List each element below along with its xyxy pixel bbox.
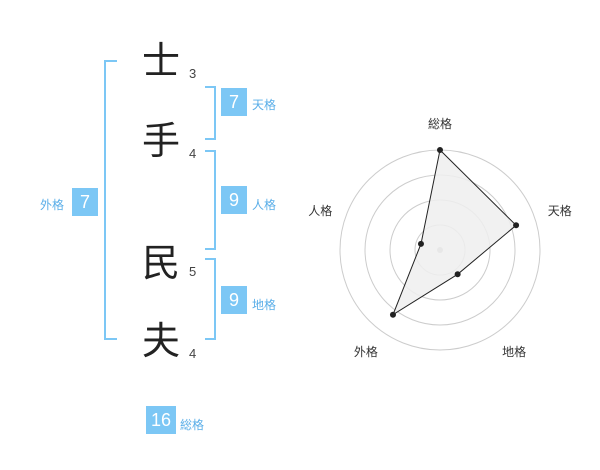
jinkaku-value-badge: 9 [221,186,247,214]
tenkaku-value-badge: 7 [221,88,247,116]
name-char-3: 民 [142,241,181,285]
chikaku-label: 地格 [252,298,277,312]
radar-area [391,148,517,316]
radar-point-4 [389,311,396,318]
chikaku-bracket [205,258,216,340]
stroke-count-4: 4 [189,346,197,361]
name-char-2: 手 [142,119,181,163]
stroke-count-2: 4 [189,146,197,161]
radar-axis-label-5: 人格 [308,203,332,218]
gaikaku-value-badge: 7 [72,188,98,216]
chikaku-value-badge: 9 [221,286,247,314]
radar-axis-label-3: 地格 [502,344,526,359]
radar-point-1 [437,147,443,153]
tenkaku-label: 天格 [252,98,277,112]
radar-axis-label-1: 総格 [428,116,452,131]
gaikaku-bracket [104,60,117,340]
radar-axis-label-2: 天格 [548,203,572,218]
soukaku-label: 総格 [180,418,205,432]
tenkaku-bracket [205,86,216,140]
jinkaku-bracket [205,150,216,250]
stroke-count-1: 3 [189,66,197,81]
name-char-4: 夫 [142,319,181,363]
jinkaku-label: 人格 [252,198,277,212]
soukaku-value-badge: 16 [146,406,176,434]
stroke-count-3: 5 [189,264,197,279]
radar-point-5 [417,240,424,247]
radar-point-3 [454,271,461,278]
gaikaku-label: 外格 [40,198,65,212]
radar-axis-label-4: 外格 [354,344,378,359]
radar-point-2 [513,222,520,229]
name-char-1: 士 [142,39,181,83]
